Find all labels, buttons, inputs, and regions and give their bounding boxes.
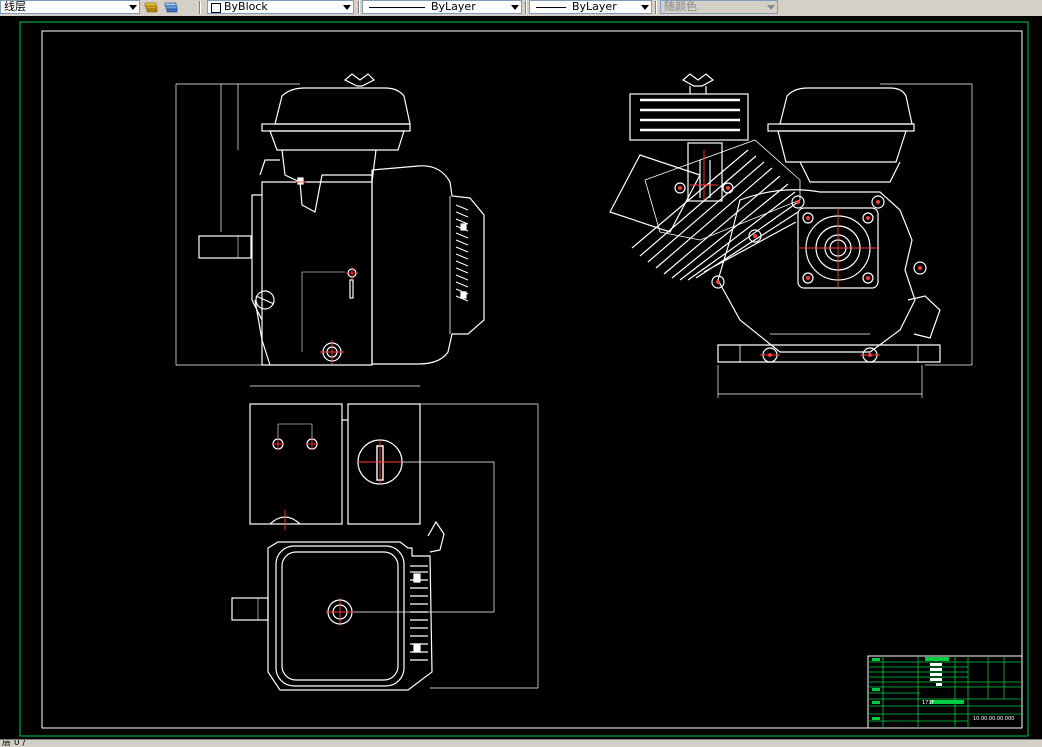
chevron-down-icon[interactable] bbox=[641, 5, 649, 10]
sheet-border-outer bbox=[19, 21, 1029, 737]
layer-previous-icon[interactable] bbox=[163, 0, 179, 14]
command-line[interactable]: 层 0 / bbox=[0, 739, 1042, 747]
chevron-down-icon[interactable] bbox=[511, 5, 519, 10]
toolbar-separator bbox=[525, 1, 527, 14]
side-view-centerlines bbox=[690, 150, 880, 356]
toolbar-separator bbox=[199, 1, 201, 14]
toolbar-separator bbox=[358, 1, 360, 14]
layer-states-icon[interactable] bbox=[143, 0, 159, 14]
linetype-combo-value: ByLayer bbox=[431, 0, 476, 13]
toolbar-separator bbox=[655, 1, 657, 14]
front-view-centerlines bbox=[296, 181, 358, 364]
chevron-down-icon[interactable] bbox=[129, 5, 137, 10]
chevron-down-icon bbox=[767, 5, 775, 10]
lineweight-combo[interactable]: ByLayer bbox=[529, 0, 652, 14]
title-block: 173F 10.00.00.00.000 bbox=[867, 655, 1023, 729]
title-block-name-cell: 173F bbox=[922, 700, 935, 706]
color-swatch-icon bbox=[211, 3, 221, 13]
side-view-bolt-fills bbox=[678, 186, 922, 357]
color-combo[interactable]: ByBlock bbox=[207, 0, 354, 14]
layer-combo[interactable]: 线层 bbox=[0, 0, 140, 14]
layer-combo-value: 线层 bbox=[4, 0, 26, 13]
plotstyle-combo-value: 随颜色 bbox=[664, 0, 697, 13]
color-combo-value: ByBlock bbox=[224, 0, 268, 13]
front-view bbox=[175, 73, 485, 366]
properties-toolbar: 线层 ByBlock ByLayer ByLayer 随颜色 bbox=[0, 0, 1042, 17]
lineweight-combo-value: ByLayer bbox=[572, 0, 617, 13]
top-view-centerlines bbox=[272, 438, 402, 626]
linetype-combo[interactable]: ByLayer bbox=[362, 0, 522, 14]
linetype-sample bbox=[369, 7, 425, 8]
drawing-canvas[interactable]: 173F 10.00.00.00.000 bbox=[0, 16, 1042, 740]
lineweight-sample bbox=[536, 7, 566, 8]
plotstyle-combo: 随颜色 bbox=[660, 0, 778, 14]
chevron-down-icon[interactable] bbox=[343, 5, 351, 10]
title-block-drawing-number: 10.00.00.00.000 bbox=[973, 716, 1014, 722]
command-line-text: 层 0 / bbox=[2, 739, 26, 747]
sheet-border-inner bbox=[41, 30, 1023, 729]
